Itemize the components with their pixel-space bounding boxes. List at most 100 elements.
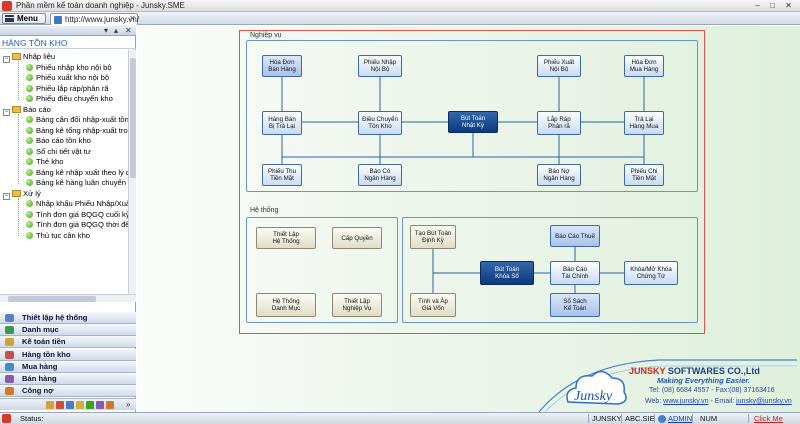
junsky-logo: Junsky (566, 370, 627, 405)
maximize-button[interactable]: □ (770, 1, 775, 10)
tree-group[interactable]: −Xử lý (3, 188, 41, 200)
chevron-down-icon[interactable]: » (126, 400, 131, 409)
node-hb-tl[interactable]: Hàng Bán Bị Trả Lại (262, 111, 302, 135)
tree-item[interactable]: Bảng kê nhập xuất theo lý d (26, 168, 128, 178)
system-setup-section (246, 217, 398, 323)
click-me-link[interactable]: Click Me (754, 414, 783, 423)
tree-group[interactable]: −Báo cáo (3, 104, 51, 116)
panel-header: ▾ ▴ ✕ (0, 26, 136, 36)
company-name: JUNSKY SOFTWARES CO.,Ltd (629, 366, 760, 376)
nav-group-icon (5, 387, 14, 396)
tree-item[interactable]: Phiếu xuất kho nội bộ (26, 73, 109, 83)
section-label-business: Nghiệp vụ (250, 32, 282, 39)
menu-button[interactable]: Menu (2, 13, 46, 24)
node-bc-nh[interactable]: Báo Có Ngân Hàng (358, 164, 402, 186)
minimize-button[interactable]: – (755, 1, 760, 10)
node-tinh-gv[interactable]: Tính và Áp Giá Vốn (410, 293, 456, 317)
node-ht-dm[interactable]: Hệ Thống Danh Mục (256, 293, 316, 317)
node-dc-kho[interactable]: Điều Chuyển Tồn Kho (358, 111, 402, 135)
menu-label: Menu (17, 14, 38, 23)
node-tl-nv[interactable]: Thiết Lập Nghiệp Vụ (332, 293, 382, 317)
status-label: Status: (20, 414, 44, 423)
node-bc-tc[interactable]: Báo Cáo Tài Chính (550, 261, 600, 285)
nav-group-button[interactable]: Mua hàng (0, 360, 136, 373)
nav-group-icon (5, 362, 14, 371)
shortcut-icon[interactable] (56, 401, 64, 409)
nav-group-button[interactable]: Thiết lập hệ thống (0, 312, 136, 324)
node-pt-tm[interactable]: Phiếu Thu Tiền Mặt (262, 164, 302, 186)
tree-item[interactable]: Báo cáo tồn kho (26, 136, 91, 146)
nav-group-icon (5, 326, 14, 335)
status-user[interactable]: ADMIN (668, 414, 693, 423)
node-tl-ht[interactable]: Thiết Lập Hệ Thống (256, 227, 316, 249)
panel-close-icon[interactable]: ✕ (125, 26, 132, 35)
green-bullet-icon (26, 84, 33, 92)
status-separator (748, 414, 749, 423)
green-bullet-icon (26, 126, 33, 134)
node-px-nb[interactable]: Phiếu Xuất Nội Bộ (537, 55, 581, 77)
node-bt-ks[interactable]: Bút Toán Khóa Sổ (480, 261, 534, 285)
email-link[interactable]: junsky@junsky.vn (736, 398, 792, 405)
tree-item[interactable]: Sổ chi tiết vật tư (26, 147, 91, 157)
node-tao-bt[interactable]: Tạo Bút Toán Định Kỳ (410, 225, 456, 249)
shortcut-icon[interactable] (96, 401, 104, 409)
status-separator (588, 414, 589, 423)
node-pn-nb[interactable]: Phiếu Nhập Nội Bộ (358, 55, 402, 77)
tree-item[interactable]: Bảng cân đối nhập-xuất tồn (26, 115, 128, 125)
shortcut-icon[interactable] (46, 401, 54, 409)
green-bullet-icon (26, 147, 33, 155)
panel-dropdown-icon[interactable]: ▾ (104, 26, 109, 35)
nav-group-button[interactable]: Bán hàng (0, 373, 136, 385)
close-button[interactable]: ✕ (785, 1, 792, 10)
green-bullet-icon (26, 137, 33, 144)
panel-title: HÀNG TỒN KHO (0, 37, 136, 49)
tree-item[interactable]: Tính đơn giá BQGQ thời để (26, 220, 128, 230)
window-title: Phần mềm kế toán doanh nghiệp - Junsky.S… (16, 1, 185, 10)
nav-group-button[interactable]: Danh mục (0, 324, 136, 337)
nav-group-button[interactable]: Kế toán tiền (0, 336, 136, 349)
node-cap-q[interactable]: Cấp Quyền (332, 227, 382, 249)
scroll-thumb[interactable] (8, 296, 96, 302)
scroll-thumb[interactable] (130, 58, 136, 178)
tree-item[interactable]: Phiếu điều chuyển kho (26, 94, 113, 104)
nav-group-button[interactable]: Hàng tồn kho (0, 348, 136, 361)
collapse-icon[interactable]: − (3, 108, 10, 116)
status-bar: Status: JUNSKY ABC.SIE ADMIN NUM Click M… (0, 412, 800, 424)
node-bn-nh[interactable]: Báo Nợ Ngân Hàng (537, 164, 581, 186)
tree-vertical-scrollbar[interactable] (128, 50, 136, 294)
tab-home[interactable]: http://www.junsky.vn/ ✕ (50, 13, 139, 25)
panel-pin-icon[interactable]: ▴ (114, 26, 119, 35)
tree-item[interactable]: Thẻ kho (26, 157, 63, 167)
node-so-sach[interactable]: Sổ Sách Kế Toán (550, 293, 600, 317)
node-pc-tm[interactable]: Phiếu Chi Tiền Mặt (624, 164, 664, 186)
node-bt-nk[interactable]: Bút Toán Nhật Ký (448, 111, 498, 133)
tree-group[interactable]: −Nhập liệu (3, 52, 56, 63)
tree-item[interactable]: Nhập khẩu Phiếu Nhập/Xuất (26, 199, 128, 209)
node-hd-ban[interactable]: Hóa Đơn Bán Hàng (262, 55, 302, 77)
green-bullet-icon (26, 179, 33, 186)
node-bc-thue[interactable]: Báo Cáo Thuế (550, 225, 600, 247)
collapse-icon[interactable]: − (3, 192, 10, 200)
collapse-icon[interactable]: − (3, 56, 10, 63)
node-lr-pr[interactable]: Lắp Ráp Phân rã (537, 111, 581, 135)
green-bullet-icon (26, 74, 33, 81)
website-link[interactable]: www.junsky.vn (663, 398, 709, 405)
tree-item[interactable]: Bảng kê hàng luân chuyển n (26, 178, 128, 188)
tree-item[interactable]: Bảng kê tổng nhập-xuất trong (26, 126, 128, 136)
tree-item[interactable]: Phiếu nhập kho nội bộ (26, 63, 112, 73)
tree-horizontal-scrollbar[interactable] (0, 294, 136, 302)
shortcut-icon[interactable] (86, 401, 94, 409)
node-hd-mua[interactable]: Hóa Đơn Mua Hàng (624, 55, 664, 77)
tab-close-icon[interactable]: ✕ (129, 14, 136, 23)
tree-item[interactable]: Tính đơn giá BQGQ cuối kỳ (26, 210, 128, 220)
node-tl-mua[interactable]: Trả Lại Hàng Mua (624, 111, 664, 135)
shortcut-icon[interactable] (76, 401, 84, 409)
tree-item[interactable]: Thủ tục cân kho (26, 231, 90, 241)
nav-group-button[interactable]: Công nợ (0, 385, 136, 398)
shortcut-icon[interactable] (106, 401, 114, 409)
tree-item[interactable]: Phiếu lắp ráp/phân rã (26, 84, 109, 94)
node-khoa-ct[interactable]: Khóa/Mở Khóa Chứng Từ (624, 261, 678, 285)
shortcut-icon[interactable] (66, 401, 74, 409)
green-bullet-icon (26, 221, 33, 228)
